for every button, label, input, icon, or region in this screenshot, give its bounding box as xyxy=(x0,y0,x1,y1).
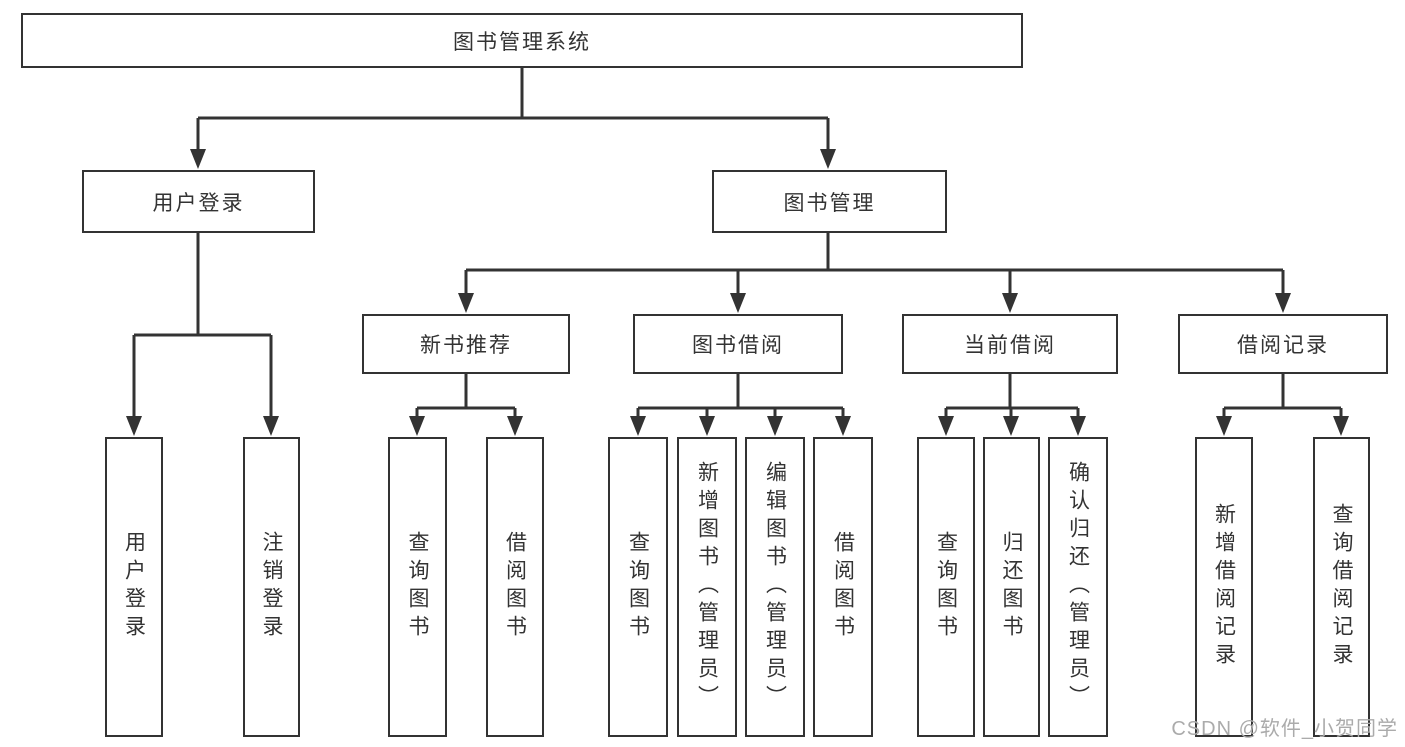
leaf-return-books: 归还图书 xyxy=(983,437,1040,737)
leaf-label: 确认归还（管理员） xyxy=(1066,461,1090,713)
leaf-label: 查询图书 xyxy=(406,531,429,643)
leaf-confirm-return-admin: 确认归还（管理员） xyxy=(1048,437,1108,737)
leaf-label: 借阅图书 xyxy=(503,531,527,643)
node-label: 图书管理 xyxy=(783,191,876,215)
leaf-label: 查询借阅记录 xyxy=(1330,503,1353,671)
leaf-label: 用户登录 xyxy=(122,531,146,643)
leaf-query-books-recommend: 查询图书 xyxy=(388,437,447,737)
node-current-borrowing: 当前借阅 xyxy=(902,314,1118,374)
node-label: 借阅记录 xyxy=(1237,334,1329,357)
leaf-label: 新增借阅记录 xyxy=(1212,503,1236,671)
leaf-label: 查询图书 xyxy=(934,531,958,643)
node-new-book-recommend: 新书推荐 xyxy=(362,314,570,374)
leaf-add-book-admin: 新增图书（管理员） xyxy=(677,437,737,737)
node-library-management-system: 图书管理系统 xyxy=(21,13,1023,68)
node-user-login: 用户登录 xyxy=(82,170,315,233)
leaf-query-books-borrowing: 查询图书 xyxy=(608,437,668,737)
node-label: 图书借阅 xyxy=(692,334,784,357)
node-borrowing-records: 借阅记录 xyxy=(1178,314,1388,374)
leaf-borrow-books-recommend: 借阅图书 xyxy=(486,437,544,737)
leaf-query-borrow-record: 查询借阅记录 xyxy=(1313,437,1370,737)
node-label: 新书推荐 xyxy=(420,334,512,357)
leaf-label: 编辑图书（管理员） xyxy=(763,461,787,713)
leaf-edit-book-admin: 编辑图书（管理员） xyxy=(745,437,805,737)
leaf-label: 新增图书（管理员） xyxy=(695,461,719,713)
leaf-label: 借阅图书 xyxy=(831,531,855,643)
leaf-query-books-current: 查询图书 xyxy=(917,437,975,737)
node-label: 图书管理系统 xyxy=(453,30,591,54)
leaf-user-login: 用户登录 xyxy=(105,437,163,737)
node-book-management: 图书管理 xyxy=(712,170,947,233)
leaf-label: 注销登录 xyxy=(260,531,283,643)
node-label: 用户登录 xyxy=(152,191,245,215)
csdn-watermark: CSDN @软件_小贺同学 xyxy=(1171,718,1398,740)
leaf-add-borrow-record: 新增借阅记录 xyxy=(1195,437,1253,737)
leaf-label: 查询图书 xyxy=(626,531,650,643)
node-label: 当前借阅 xyxy=(964,334,1056,357)
leaf-logout: 注销登录 xyxy=(243,437,300,737)
leaf-borrow-books: 借阅图书 xyxy=(813,437,873,737)
tree-edges xyxy=(132,68,1343,418)
node-book-borrowing: 图书借阅 xyxy=(633,314,843,374)
leaf-label: 归还图书 xyxy=(1000,531,1023,643)
